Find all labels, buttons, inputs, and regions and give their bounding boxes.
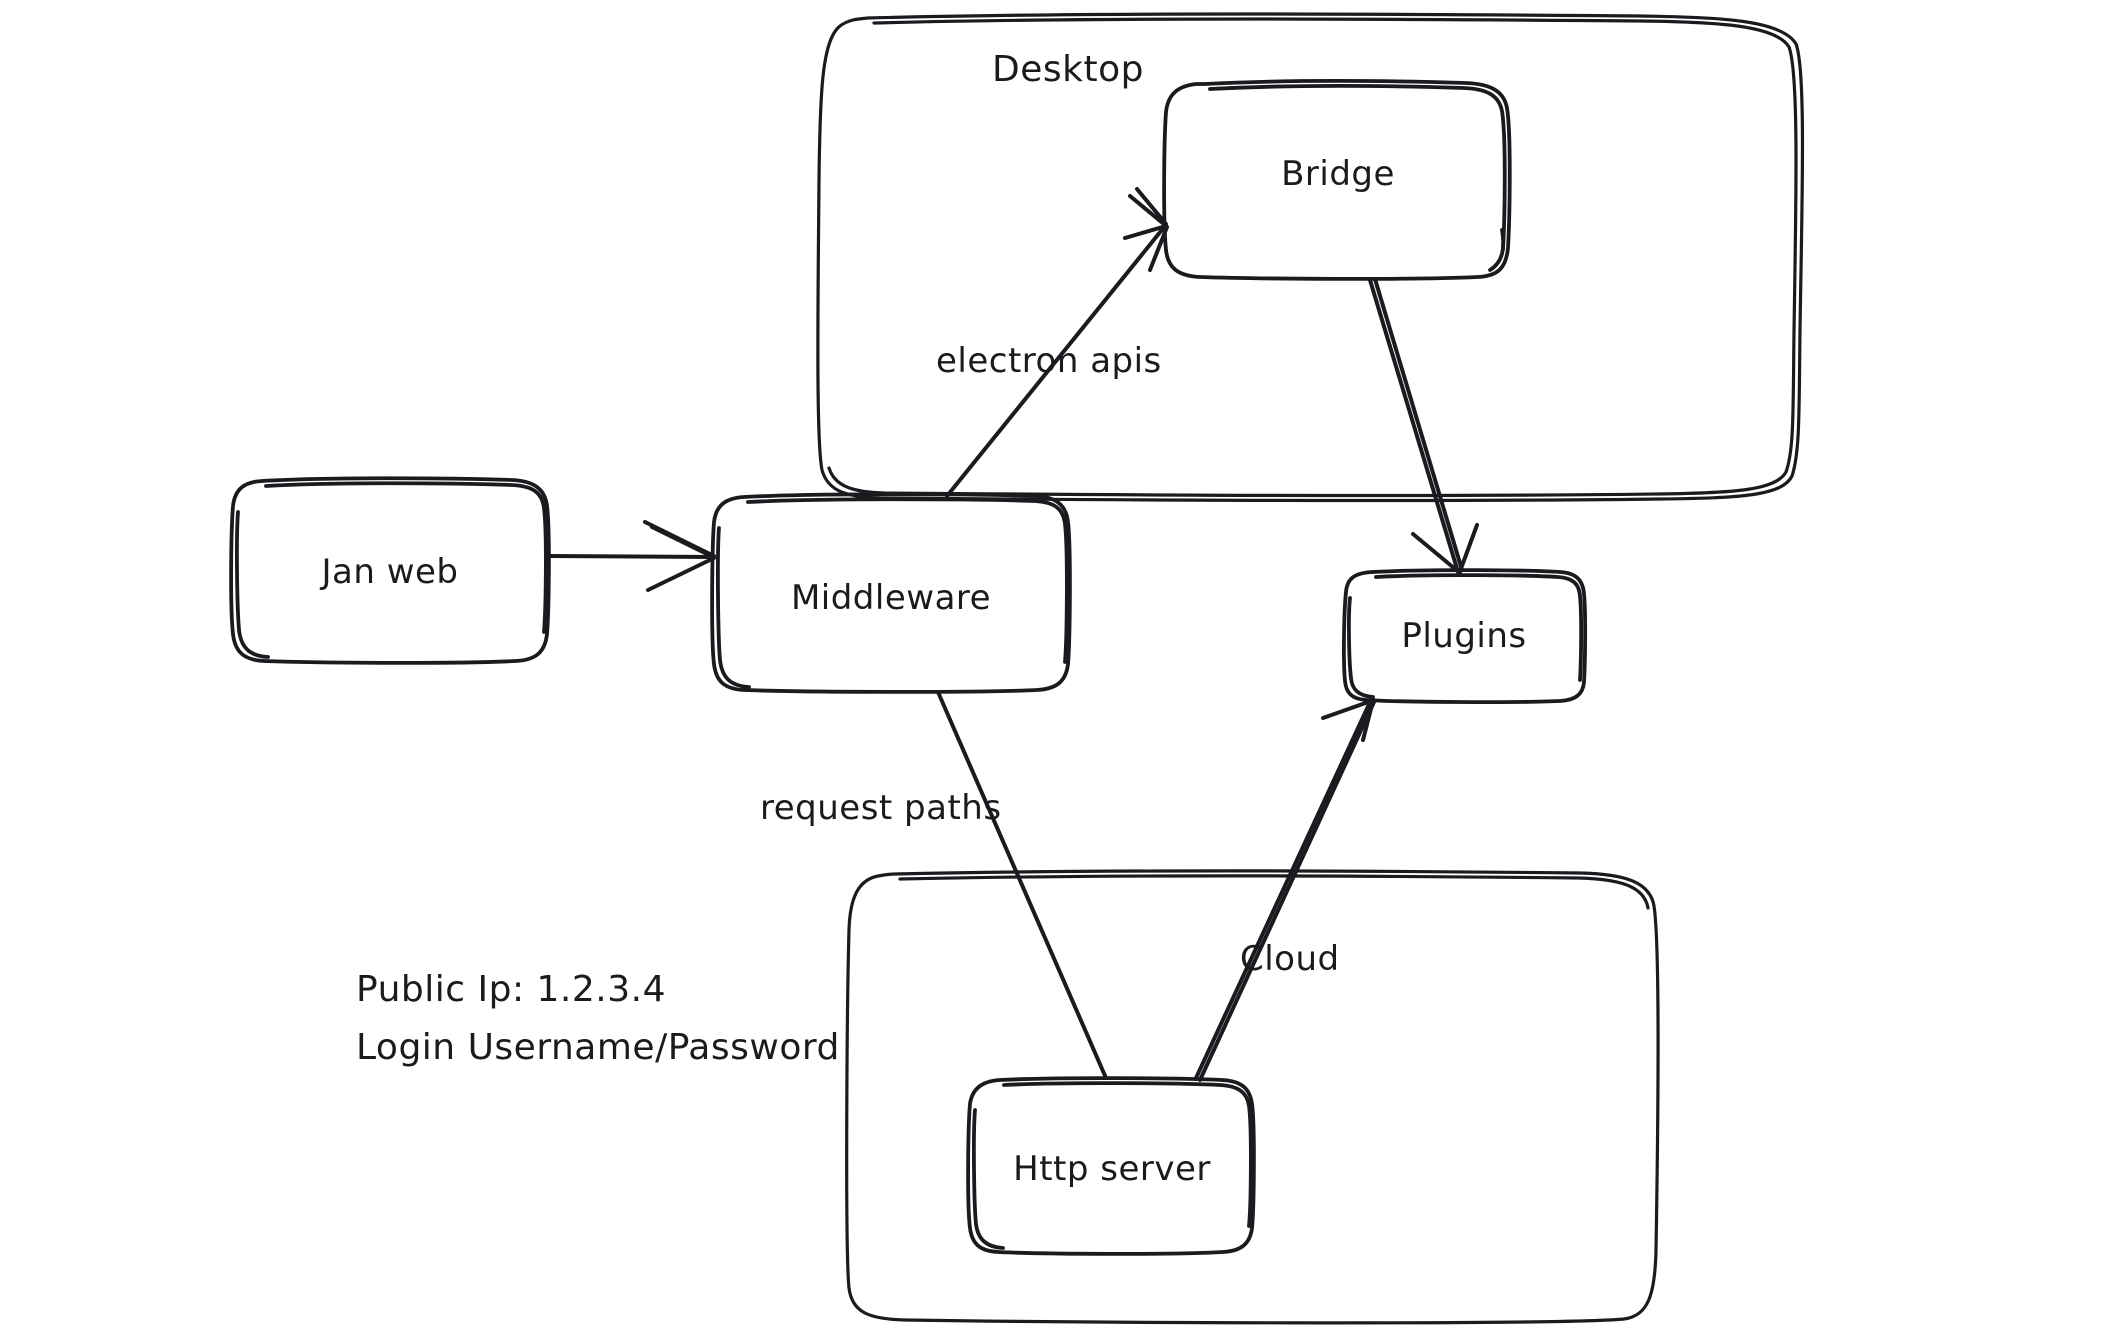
- group-desktop-outline: [816, 12, 1805, 503]
- edge-bridge-to-plugins: [1368, 277, 1479, 576]
- node-middleware-outline: [710, 492, 1072, 694]
- node-label-plugins[interactable]: Plugins: [1401, 616, 1527, 656]
- node-jan-web-outline: [229, 476, 551, 665]
- node-http-server-outline: [966, 1076, 1256, 1256]
- group-label-desktop: Desktop: [992, 49, 1144, 90]
- node-label-http-server[interactable]: Http server: [1013, 1149, 1211, 1189]
- group-label-cloud: Cloud: [1240, 939, 1340, 979]
- group-cloud-outline: [845, 869, 1660, 1325]
- edge-middleware-to-http-server: [936, 690, 1108, 1080]
- note-public-ip: Public Ip: 1.2.3.4: [356, 969, 666, 1010]
- edge-http-server-to-plugins: [1194, 698, 1376, 1082]
- node-label-jan-web[interactable]: Jan web: [321, 552, 459, 592]
- edge-middleware-to-bridge: [945, 187, 1169, 498]
- node-label-middleware[interactable]: Middleware: [790, 578, 992, 618]
- node-bridge-outline: [1162, 78, 1512, 281]
- note-login-credentials: Login Username/Password: [356, 1027, 840, 1068]
- edge-label-request-paths: request paths: [760, 788, 1002, 828]
- edge-jan-web-to-middleware: [546, 520, 716, 592]
- node-plugins-outline: [1342, 568, 1588, 704]
- node-label-bridge[interactable]: Bridge: [1281, 154, 1395, 194]
- edge-label-electron-apis: electron apis: [936, 341, 1162, 381]
